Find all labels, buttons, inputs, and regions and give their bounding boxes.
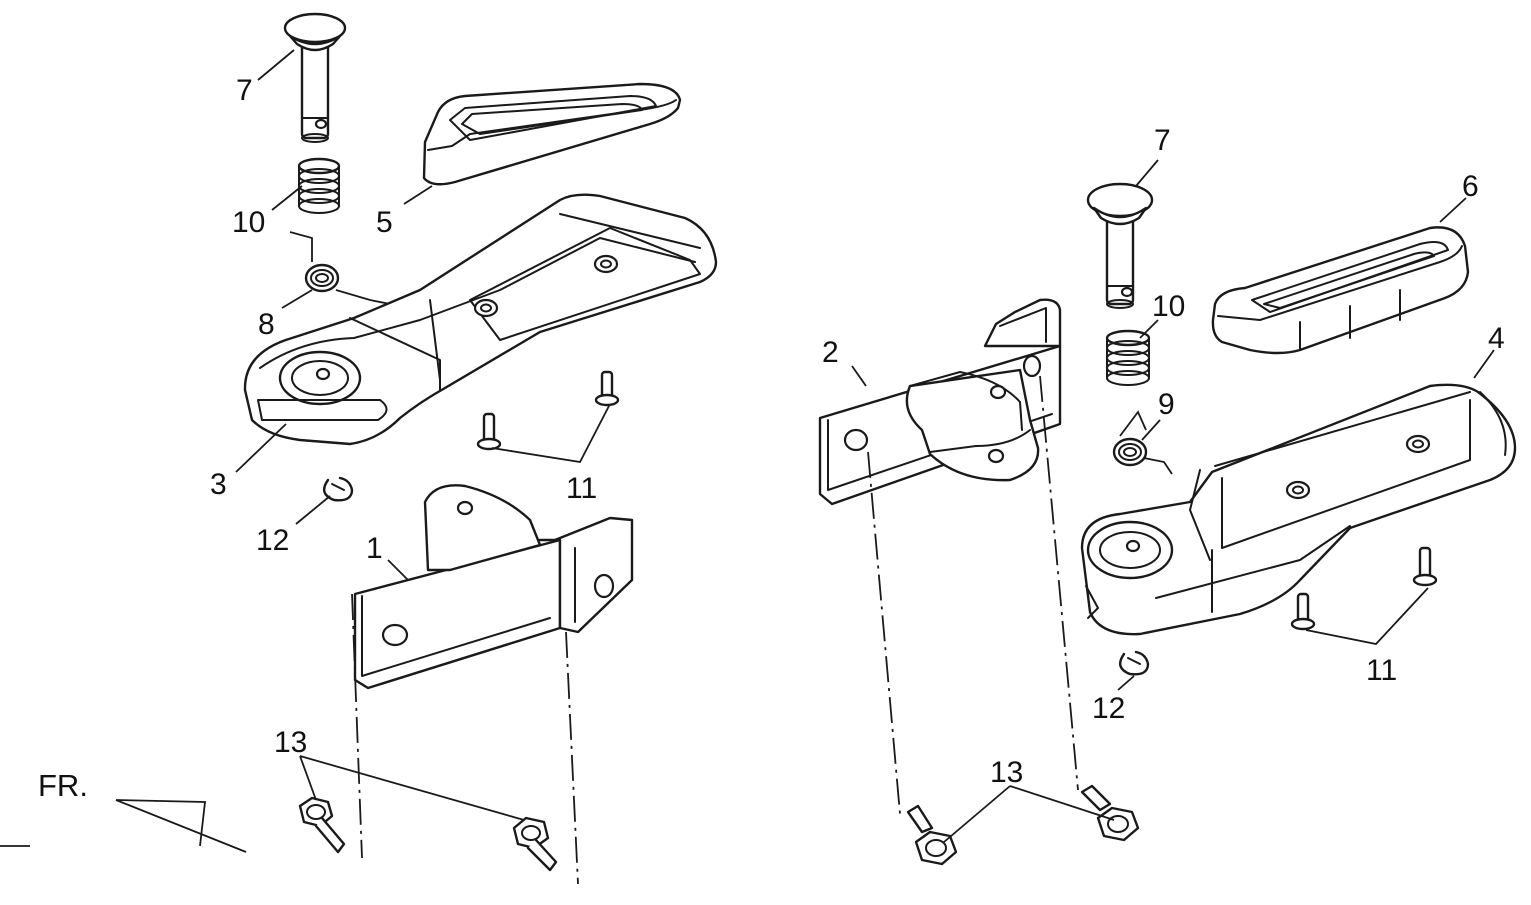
right-flange-bolt-2: [1080, 784, 1140, 842]
front-label: FR.: [38, 768, 88, 803]
right-rubber-pad: [1211, 226, 1470, 355]
left-callout-5: 5: [376, 206, 393, 239]
left-callout-12: 12: [256, 524, 289, 557]
right-callout-4: 4: [1488, 322, 1505, 355]
right-retaining-clip: [1118, 650, 1150, 676]
right-callout-6: 6: [1462, 170, 1479, 203]
right-footrest-arm: [1080, 383, 1517, 636]
right-callout-7: 7: [1154, 124, 1171, 157]
right-callout-9: 9: [1158, 388, 1175, 421]
right-callout-2: 2: [822, 336, 839, 369]
right-mounting-bracket: [818, 298, 1062, 506]
left-centerline-b: [565, 631, 579, 885]
right-callout-12: 12: [1092, 692, 1125, 725]
left-callout-7: 7: [236, 74, 253, 107]
left-leader-lines: [235, 49, 611, 821]
right-clevis-pin: [1086, 182, 1154, 309]
left-screws: [476, 370, 620, 451]
left-centerline-a: [351, 593, 363, 859]
left-clevis-pin: [283, 12, 347, 143]
right-callout-13: 13: [990, 756, 1023, 789]
left-callout-10: 10: [232, 206, 265, 239]
left-torsion-spring: [289, 231, 401, 307]
right-screws: [1290, 546, 1438, 631]
right-callout-11: 11: [1366, 654, 1397, 687]
left-callout-8: 8: [258, 308, 275, 341]
left-flange-bolt-2: [512, 816, 558, 872]
left-callout-1: 1: [366, 532, 383, 565]
left-callout-13: 13: [274, 726, 307, 759]
front-arrow-icon: [115, 799, 247, 853]
right-leader-lines: [851, 159, 1495, 843]
left-callout-3: 3: [210, 468, 227, 501]
left-rubber-pad: [422, 82, 682, 186]
right-centerline-a: [867, 451, 901, 815]
left-compression-spring: [297, 157, 341, 214]
right-assembly: 7 6 10 2 4 9 11 12 13: [818, 124, 1517, 866]
left-callout-11: 11: [566, 472, 597, 505]
right-centerline-b: [1039, 375, 1079, 791]
right-flange-bolt-1: [906, 804, 958, 866]
left-mounting-bracket: [353, 484, 634, 690]
left-assembly: 7 10 5 8 3 11 12 1 13: [210, 12, 718, 885]
left-flange-bolt-1: [298, 796, 346, 854]
right-compression-spring: [1105, 329, 1151, 386]
front-direction-indicator: FR.: [0, 768, 247, 853]
right-callout-10: 10: [1152, 290, 1185, 323]
left-footrest-arm: [243, 193, 718, 446]
left-retaining-clip: [322, 476, 354, 502]
right-torsion-spring: [1112, 410, 1173, 475]
